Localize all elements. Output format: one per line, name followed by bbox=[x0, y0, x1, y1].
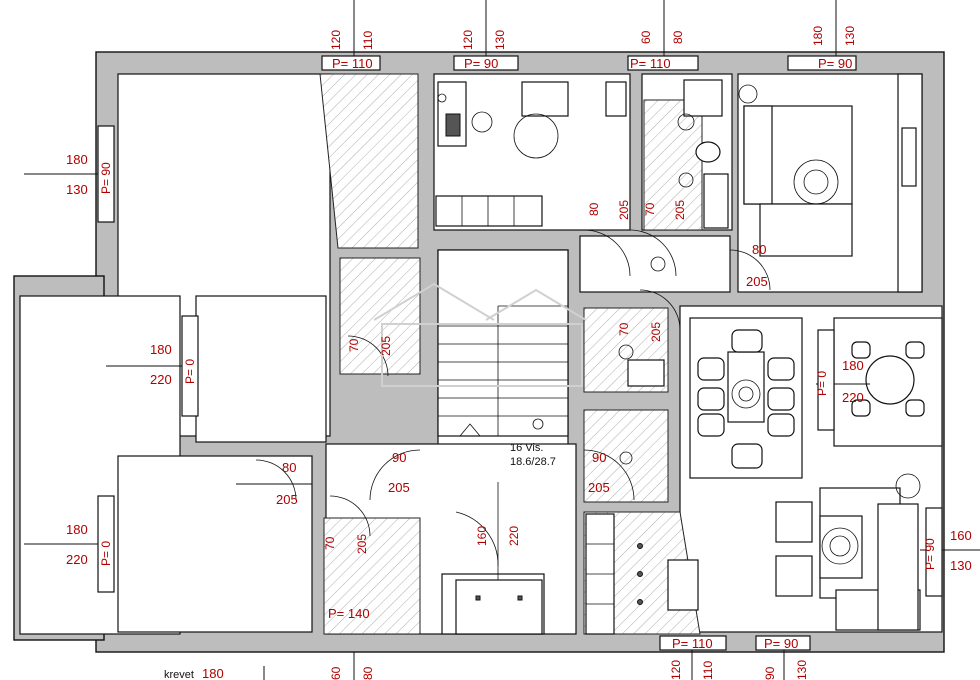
door-9-height: 205 bbox=[355, 534, 369, 554]
side-window-5-sill: P= 90 bbox=[923, 538, 937, 570]
side-window-2-height: 220 bbox=[150, 372, 172, 387]
door-7-height: 205 bbox=[588, 480, 610, 495]
door-6-width: 90 bbox=[392, 450, 406, 465]
corridor bbox=[579, 235, 731, 293]
side-window-labels: 180 130 P= 90 180 220 P= 0 180 220 P= 0 … bbox=[66, 152, 972, 573]
watermark-logo bbox=[373, 282, 587, 387]
top-window-labels: 120 110 P= 110 120 130 P= 90 60 80 P= 11… bbox=[329, 26, 857, 680]
door-6-height: 205 bbox=[388, 480, 410, 495]
side-window-3-width: 180 bbox=[66, 522, 88, 537]
window-1-sill: P= 110 bbox=[332, 56, 373, 71]
side-window-4-sill: P= 0 bbox=[815, 371, 829, 396]
window-3-width: 80 bbox=[671, 30, 685, 44]
door-2-height: 205 bbox=[673, 200, 687, 220]
window-6-height: 90 bbox=[763, 666, 777, 680]
stairs-count: 16 Vis. bbox=[510, 442, 543, 454]
door-4-height: 205 bbox=[649, 322, 663, 342]
door-2-width: 70 bbox=[643, 202, 657, 216]
side-window-1-width: 180 bbox=[66, 152, 88, 167]
window-3-height: 60 bbox=[639, 30, 653, 44]
window-1-width: 110 bbox=[361, 31, 375, 50]
window-2-height: 120 bbox=[461, 30, 475, 50]
hallway-left bbox=[195, 295, 327, 443]
side-window-1-height: 130 bbox=[66, 182, 88, 197]
window-2-width: 130 bbox=[493, 30, 507, 50]
window-4-sill: P= 90 bbox=[818, 56, 852, 71]
stairs-dimensions: 18.6/28.7 bbox=[510, 456, 556, 468]
side-window-1-sill: P= 90 bbox=[99, 162, 113, 194]
door-swings bbox=[255, 229, 771, 567]
window-5-sill: P= 110 bbox=[672, 636, 713, 651]
window-5-height: 120 bbox=[669, 660, 683, 680]
window-5-width: 110 bbox=[701, 661, 715, 680]
side-window-2-sill: P= 0 bbox=[183, 359, 197, 384]
misc-labels: 16 Vis. 18.6/28.7 P= 140 krevet 180 bbox=[164, 442, 556, 680]
door-3-height: 205 bbox=[746, 274, 768, 289]
window-2-sill: P= 90 bbox=[464, 56, 498, 71]
dimension-lines bbox=[24, 0, 980, 680]
door-8-width: 80 bbox=[282, 460, 296, 475]
windows bbox=[97, 55, 943, 651]
side-window-3-height: 220 bbox=[66, 552, 88, 567]
side-window-3-sill: P= 0 bbox=[99, 541, 113, 566]
door-labels: 80 205 70 205 80 205 70 205 70 205 90 20… bbox=[276, 200, 768, 554]
door-1-width: 80 bbox=[587, 202, 601, 216]
window-7-width: 80 bbox=[361, 666, 375, 680]
side-window-5-width: 160 bbox=[950, 528, 972, 543]
storage-sill: P= 140 bbox=[328, 606, 370, 621]
side-window-4-width: 180 bbox=[842, 358, 864, 373]
bedroom-left-bottom bbox=[117, 455, 313, 633]
door-3-width: 80 bbox=[752, 242, 766, 257]
side-window-4-height: 220 bbox=[842, 390, 864, 405]
window-4-width: 130 bbox=[843, 26, 857, 46]
door-10-width: 160 bbox=[475, 526, 489, 546]
door-5-width: 70 bbox=[347, 338, 361, 352]
door-1-height: 205 bbox=[617, 200, 631, 220]
door-9-width: 70 bbox=[323, 536, 337, 550]
door-5-height: 205 bbox=[379, 336, 393, 356]
window-6-sill: P= 90 bbox=[764, 636, 798, 651]
window-4-height: 180 bbox=[811, 26, 825, 46]
door-10-height: 220 bbox=[507, 526, 521, 546]
door-4-width: 70 bbox=[617, 322, 631, 336]
window-7-height: 60 bbox=[329, 666, 343, 680]
staircase bbox=[437, 249, 569, 588]
bed-label: krevet bbox=[164, 669, 194, 680]
door-8-height: 205 bbox=[276, 492, 298, 507]
window-1-height: 120 bbox=[329, 30, 343, 50]
window-3-sill: P= 110 bbox=[630, 56, 671, 71]
side-window-5-height: 130 bbox=[950, 558, 972, 573]
bed-size: 180 bbox=[202, 666, 224, 680]
door-7-width: 90 bbox=[592, 450, 606, 465]
furniture bbox=[435, 73, 943, 635]
side-window-2-width: 180 bbox=[150, 342, 172, 357]
window-6-width: 130 bbox=[795, 660, 809, 680]
